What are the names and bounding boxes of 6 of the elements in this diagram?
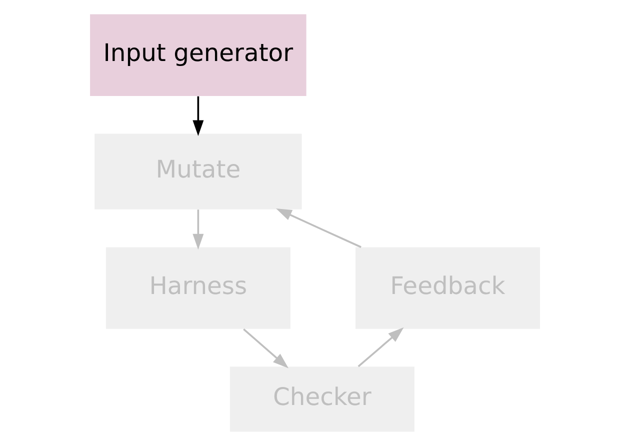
arrow: [192, 96, 204, 136]
node-box: Input generator: [90, 14, 306, 96]
arrow: [243, 328, 288, 368]
arrow: [358, 327, 404, 368]
arrow: [276, 208, 362, 248]
arrow: [192, 210, 204, 250]
